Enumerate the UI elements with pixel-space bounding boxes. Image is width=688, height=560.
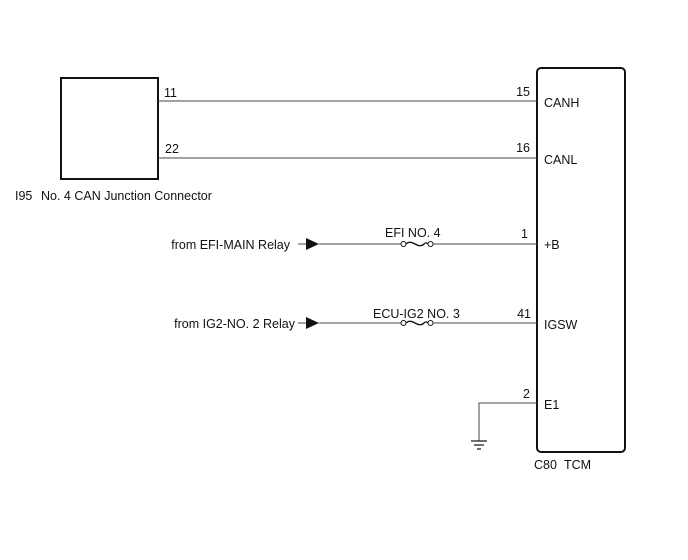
junction-connector-box <box>60 77 159 180</box>
junction-pin-22: 22 <box>165 142 179 156</box>
fuse-terminal-icon <box>400 320 407 326</box>
junction-connector-name: No. 4 CAN Junction Connector <box>41 189 212 203</box>
tcm-terminal-plus-b: +B <box>544 238 560 252</box>
fuse-terminal-icon <box>400 241 407 247</box>
fuse-efi-no4-label: EFI NO. 4 <box>385 226 441 240</box>
fuse-icon <box>405 241 429 247</box>
tcm-pin-16: 16 <box>516 141 530 155</box>
junction-pin-11: 11 <box>164 86 177 100</box>
fuse-terminal-icon <box>427 320 434 326</box>
ground-icon <box>471 440 487 450</box>
tcm-box <box>536 67 626 453</box>
fuse-terminal-icon <box>427 241 434 247</box>
source-efi-main-relay: from EFI-MAIN Relay <box>171 238 291 252</box>
tcm-terminal-canh: CANH <box>544 96 579 110</box>
arrow-right-icon <box>306 238 319 250</box>
tcm-terminal-igsw: IGSW <box>544 318 578 332</box>
tcm-pin-41: 41 <box>517 307 531 321</box>
source-ig2-no2-relay: from IG2-NO. 2 Relay <box>174 317 296 331</box>
e1-ground-wire <box>478 402 537 441</box>
arrow-right-icon <box>306 317 319 329</box>
junction-connector-code: I95 <box>15 189 32 203</box>
tcm-pin-2: 2 <box>523 387 530 401</box>
fuse-icon <box>405 320 429 326</box>
fuse-ecu-ig2-no3-label: ECU-IG2 NO. 3 <box>373 307 460 321</box>
tcm-code: C80 <box>534 458 557 472</box>
tcm-pin-1: 1 <box>521 227 528 241</box>
tcm-name: TCM <box>564 458 591 472</box>
tcm-terminal-e1: E1 <box>544 398 559 412</box>
tcm-pin-15: 15 <box>516 85 530 99</box>
tcm-terminal-canl: CANL <box>544 153 577 167</box>
